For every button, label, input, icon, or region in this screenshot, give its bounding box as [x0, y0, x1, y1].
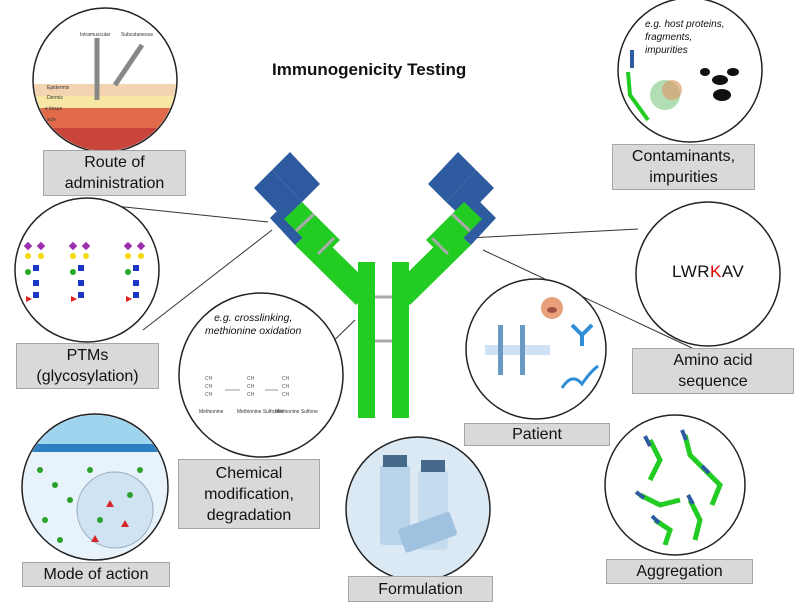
- route-label-im: Intramuscular: [80, 32, 111, 38]
- svg-text:CH: CH: [205, 376, 213, 382]
- sequence-highlight: K: [710, 262, 722, 281]
- antibody-diagram: [254, 152, 496, 418]
- svg-text:CH: CH: [282, 376, 290, 382]
- svg-text:CH: CH: [247, 392, 255, 398]
- ptms-circle: [14, 197, 160, 343]
- patient-label: Patient: [464, 423, 610, 446]
- svg-text:CH: CH: [247, 384, 255, 390]
- ptms-label: PTMs(glycosylation): [16, 343, 159, 389]
- formulation-label: Formulation: [348, 576, 493, 602]
- amino-acid-sequence: LWRKAV: [672, 262, 745, 281]
- aggregation-label: Aggregation: [606, 559, 753, 584]
- chem-caption-2: Methionine Sulfoxide: [237, 409, 284, 415]
- sequence-circle: [635, 201, 781, 347]
- aggregation-circle: [604, 414, 746, 556]
- formulation-circle: [345, 436, 491, 582]
- svg-text:CH: CH: [247, 376, 255, 382]
- svg-text:CH: CH: [205, 392, 213, 398]
- chemical-circle: CH CH CH CH CH CH CH CH CH Methionine Methioni…: [178, 292, 344, 458]
- patient-circle: [465, 278, 607, 420]
- route-label-sc: Subcutaneous: [121, 32, 153, 38]
- diagram-title: Immunogenicity Testing: [272, 60, 467, 79]
- contaminants-label: Contaminants,impurities: [612, 144, 755, 190]
- layer-label-2: Dermis: [47, 95, 63, 101]
- layer-label-1: Epidermis: [47, 85, 70, 91]
- svg-text:CH: CH: [205, 384, 213, 390]
- chemical-note: e.g. crosslinking, methionine oxidation: [205, 312, 302, 337]
- contaminants-note: e.g. host proteins, fragments, impuritie…: [645, 19, 725, 56]
- svg-text:CH: CH: [282, 384, 290, 390]
- mode-of-action-label: Mode of action: [22, 562, 170, 587]
- chem-caption-1: Methionine: [199, 409, 224, 415]
- moa-circle: [21, 413, 169, 561]
- layer-label-3: e tissue: [45, 106, 62, 112]
- chem-caption-3: Methionine Sulfone: [275, 409, 318, 415]
- route-circle: Intramuscular Subcutaneous Epidermis Der…: [32, 7, 178, 153]
- svg-text:CH: CH: [282, 392, 290, 398]
- contaminants-circle: [617, 0, 763, 143]
- layer-label-4: scle: [47, 117, 56, 123]
